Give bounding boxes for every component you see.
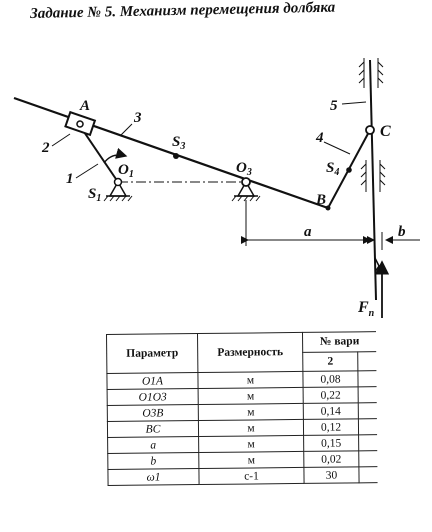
dim-cell: м [198,435,304,453]
slider-block-a [64,110,97,137]
label-link-5: 5 [330,98,338,114]
value-cell: 0,15 [303,434,359,452]
label-b-point: B [315,192,326,208]
param-cell: BC [107,420,199,438]
label-fn: Fn [357,299,375,319]
label-s4: S4 [326,160,339,178]
guide-upper [358,58,384,88]
support-o3 [231,177,261,202]
value-cell: 0,12 [303,418,359,436]
mechanism-diagram: A 2 3 1 S1 O1 S3 O3 5 C 4 S4 B a b Fn [13,58,420,319]
link-1-crank [79,125,119,183]
value-cell: 30 [303,466,360,484]
angular-velocity-arrow [103,147,128,164]
parameters-table: Параметр Размерность № вари 2 O1A м 0,08… [106,331,378,486]
label-link-3: 3 [133,110,142,126]
header-variant: № вари [302,331,377,352]
label-a-point: A [79,98,90,114]
value-cell: 0,08 [302,370,359,388]
param-cell: a [107,436,199,454]
value-cell: 0,14 [303,402,359,420]
table-row: ω1 с-1 30 [107,466,378,486]
param-cell: ω1 [107,468,200,486]
label-link-4: 4 [315,130,324,146]
value-cell: 0,22 [303,386,359,404]
header-param: Параметр [106,333,198,374]
dim-cell: м [198,387,304,405]
dimension-a [241,200,371,246]
label-link-2: 2 [41,140,50,156]
leader-link-2 [51,133,71,147]
label-s1: S1 [88,186,101,204]
label-c: C [380,123,391,140]
joint-c [365,125,375,135]
dimension-b [360,232,420,250]
label-link-1: 1 [66,171,74,187]
point-s4 [346,167,352,173]
leader-link-3 [119,123,133,137]
dim-cell: с-1 [198,467,305,485]
param-cell: O1O3 [107,388,199,406]
header-variant-number: 2 [302,351,358,372]
label-o1: O1 [118,162,134,180]
guide-lower [360,160,386,192]
label-dim-a: a [304,224,312,240]
link-3-rocker [13,96,329,210]
param-cell: b [107,452,199,470]
label-s3: S3 [172,134,185,152]
dim-cell: м [198,403,304,421]
leader-link-1 [75,163,99,179]
joint-b [325,205,331,211]
leader-link-5 [341,101,367,105]
label-o3: O3 [236,160,252,178]
param-cell: O3B [107,404,199,422]
point-s3 [173,153,179,159]
leader-link-4 [323,141,351,155]
param-cell: O1A [106,372,199,390]
label-dim-b: b [398,224,406,240]
value-cell: 0,02 [303,450,359,468]
support-o1 [103,177,133,202]
dim-cell: м [198,451,304,469]
dim-cell: м [198,419,304,437]
dim-cell: м [197,371,304,389]
link-5-slider [369,59,377,301]
header-dimension: Размерность [197,332,303,373]
